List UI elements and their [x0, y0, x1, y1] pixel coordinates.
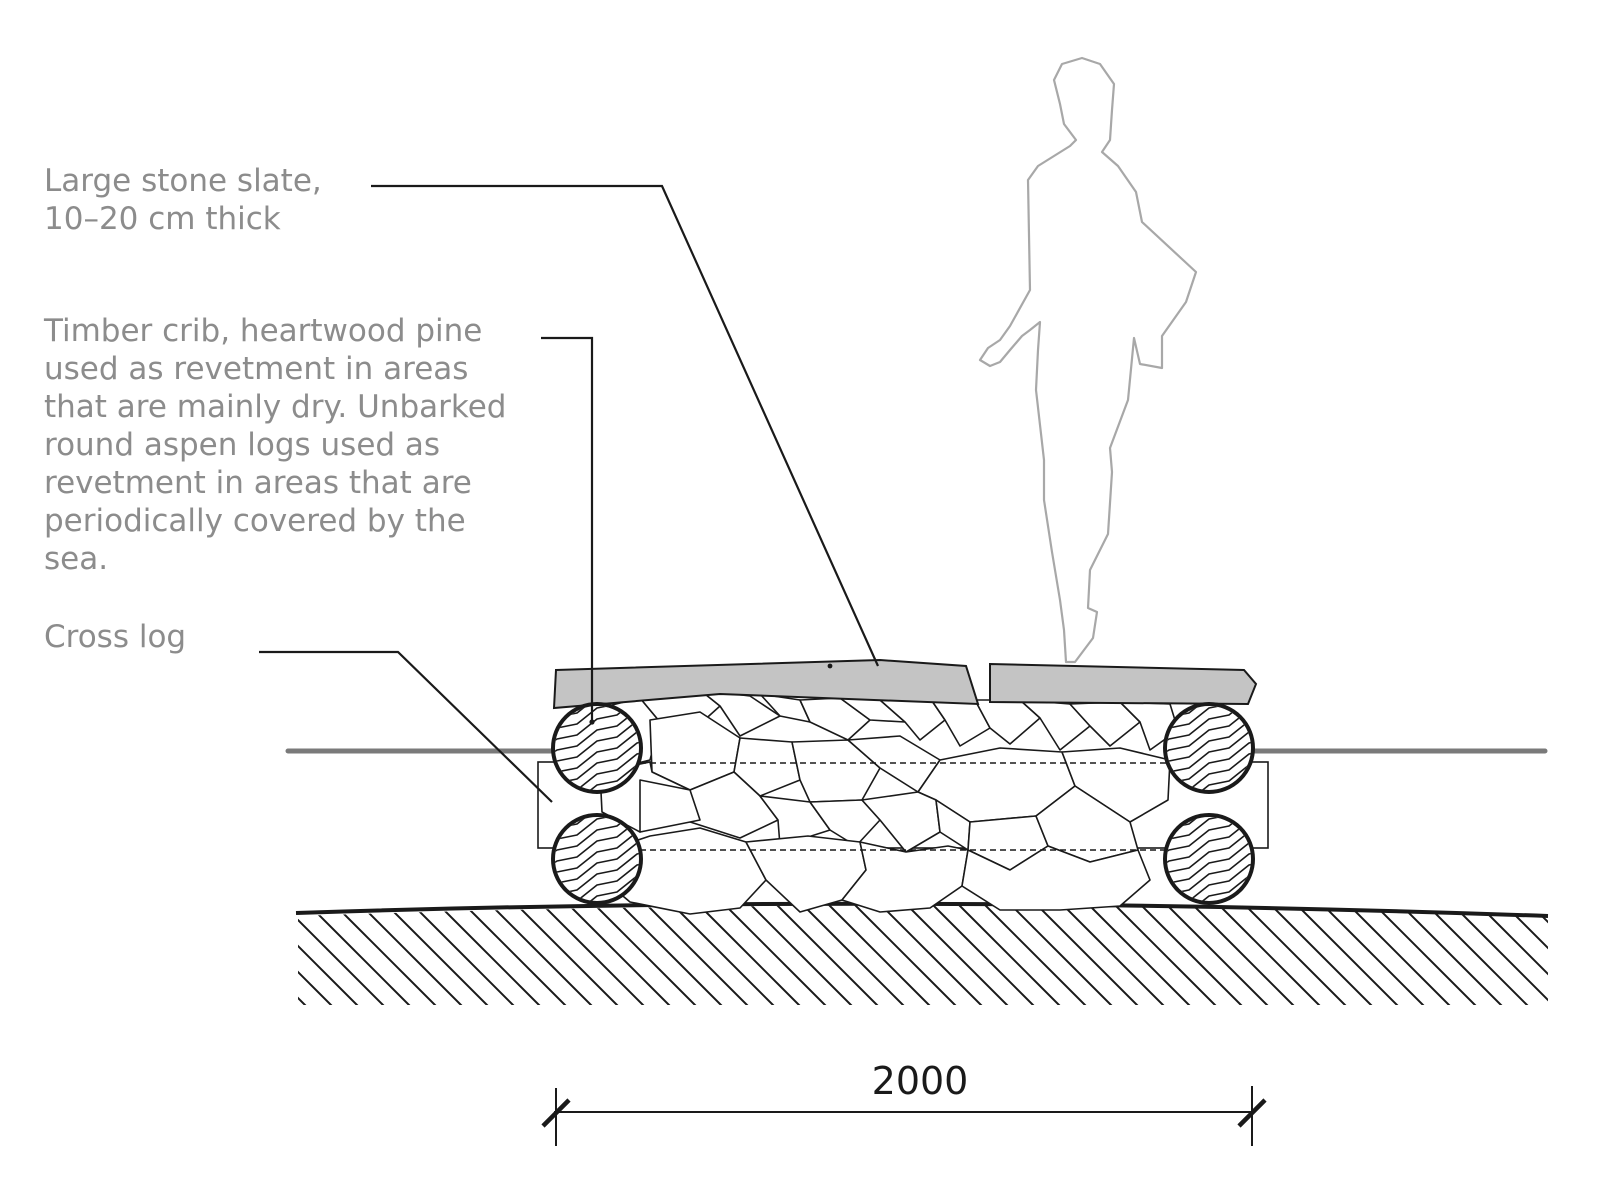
- hatch-line: [1031, 905, 1143, 1005]
- log-back-upper: [1163, 702, 1255, 794]
- hatch-line: [1317, 905, 1429, 1005]
- hatch-line: [693, 905, 805, 1005]
- hatch-line: [1578, 900, 1600, 1010]
- dimension-value: 2000: [871, 1059, 969, 1103]
- log-front-lower-fill: [553, 815, 641, 903]
- leader-line-slate: [371, 184, 880, 667]
- stone-slate-right: [989, 662, 1258, 706]
- hatch-line: [1343, 905, 1455, 1005]
- hatch-line: [1135, 905, 1247, 1005]
- dimension-tick-right: [1237, 1098, 1267, 1128]
- hatch-line: [298, 905, 311, 1005]
- label-cross-log: Cross log: [44, 619, 187, 655]
- hatch-line: [1447, 905, 1548, 1005]
- log-grain-line: [1167, 706, 1251, 753]
- hatch-line: [298, 905, 363, 1005]
- hatch-line: [1057, 905, 1169, 1005]
- hatch-line: [667, 905, 779, 1005]
- stone-fill: [595, 689, 1179, 915]
- log-grain-line: [1167, 749, 1251, 790]
- hatch-line: [823, 905, 935, 1005]
- hatch-line: [1421, 905, 1533, 1005]
- hatch-line: [875, 905, 987, 1005]
- leader-line-crib: [541, 336, 594, 720]
- hatch-line: [901, 905, 1013, 1005]
- leader-line-cross-log: [259, 650, 553, 803]
- hatch-line: [1265, 905, 1377, 1005]
- log-front-lower: [551, 813, 643, 905]
- hatch-line: [615, 905, 727, 1005]
- leader-dot-crib: [589, 719, 595, 725]
- hatch-line: [381, 905, 493, 1005]
- hatch-line: [979, 905, 1091, 1005]
- log-grain-line: [555, 860, 639, 901]
- hatch-line: [537, 905, 649, 1005]
- hatch-line: [303, 905, 415, 1005]
- label-timber-crib: Timber crib, heartwood pine used as reve…: [44, 313, 507, 577]
- log-back-lower: [1163, 813, 1255, 905]
- hatch-line: [563, 905, 675, 1005]
- hatch-line: [589, 905, 701, 1005]
- hatch-line: [1291, 905, 1403, 1005]
- hatch-line: [459, 905, 571, 1005]
- hatch-line: [1499, 905, 1548, 1005]
- hatch-line: [953, 905, 1065, 1005]
- log-grain-line: [1167, 860, 1251, 901]
- hatch-line: [298, 905, 389, 1005]
- hatch-line: [1161, 905, 1273, 1005]
- hatch-line: [1473, 905, 1548, 1005]
- hatch-line: [1187, 905, 1299, 1005]
- stone-slate-left: [552, 658, 980, 710]
- log-back-upper-fill: [1165, 704, 1253, 792]
- hatch-line: [1109, 905, 1221, 1005]
- log-front-upper: [551, 702, 643, 794]
- hatch-line: [641, 905, 753, 1005]
- hatch-line: [927, 905, 1039, 1005]
- hatch-line: [511, 905, 623, 1005]
- hatch-line: [1552, 900, 1600, 1010]
- hatch-line: [407, 905, 519, 1005]
- dimension-tick-left: [541, 1098, 571, 1128]
- log-grain-line: [1167, 817, 1251, 864]
- hatch-line: [719, 905, 831, 1005]
- log-front-upper-fill: [553, 704, 641, 792]
- hatch-line: [1083, 905, 1195, 1005]
- hatch-line: [1395, 905, 1507, 1005]
- hatch-line: [1005, 905, 1117, 1005]
- log-grain-line: [555, 749, 639, 790]
- hatch-line: [298, 905, 337, 1005]
- hatch-line: [1369, 905, 1481, 1005]
- hatch-line: [745, 905, 857, 1005]
- hatch-line: [849, 905, 961, 1005]
- hatch-line: [433, 905, 545, 1005]
- hatch-line: [797, 905, 909, 1005]
- slate-dot: [827, 663, 833, 669]
- human-figure-outline: [978, 56, 1198, 664]
- hatch-line: [771, 905, 883, 1005]
- hatch-line: [355, 905, 467, 1005]
- log-back-lower-fill: [1165, 815, 1253, 903]
- hatch-line: [485, 905, 597, 1005]
- log-grain-line: [555, 706, 639, 753]
- hatch-line: [1525, 905, 1548, 1005]
- ground-hatching: [298, 900, 1600, 1010]
- hatch-line: [1213, 905, 1325, 1005]
- hatch-line: [1239, 905, 1351, 1005]
- label-stone-slate: Large stone slate, 10–20 cm thick: [44, 163, 322, 237]
- hatch-line: [329, 905, 441, 1005]
- log-grain-line: [555, 817, 639, 864]
